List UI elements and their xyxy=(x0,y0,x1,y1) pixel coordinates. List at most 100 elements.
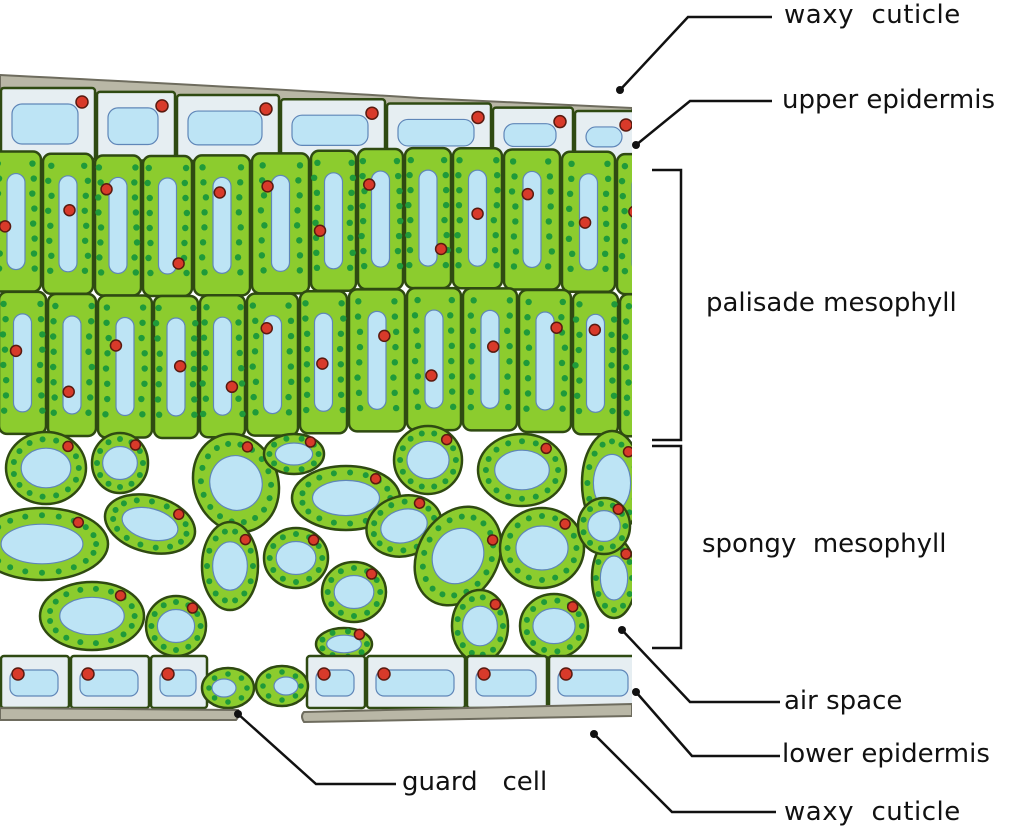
chloroplast xyxy=(414,403,422,411)
leader-upper-epidermis xyxy=(635,99,772,146)
chloroplast xyxy=(418,483,425,490)
chloroplast xyxy=(47,617,54,624)
chloroplast xyxy=(455,201,463,209)
chloroplast xyxy=(87,394,94,401)
chloroplast xyxy=(503,388,510,396)
nucleus xyxy=(553,114,567,129)
chloroplast xyxy=(131,194,139,201)
chloroplast xyxy=(336,345,344,353)
chloroplast xyxy=(622,364,630,371)
chloroplast xyxy=(235,239,243,246)
vacuole xyxy=(631,181,632,267)
chloroplast xyxy=(191,396,198,403)
chloroplast xyxy=(48,252,55,259)
chloroplast xyxy=(493,171,501,179)
chloroplast xyxy=(75,465,82,471)
chloroplast xyxy=(491,246,499,254)
chloroplast xyxy=(364,609,371,616)
vacuole xyxy=(212,541,248,591)
chloroplast xyxy=(258,252,266,259)
chloroplast xyxy=(77,639,84,646)
chloroplast xyxy=(525,574,532,581)
chloroplast xyxy=(182,521,189,528)
chloroplast xyxy=(561,344,569,351)
chloroplast xyxy=(560,390,568,397)
chloroplast xyxy=(201,224,208,231)
chloroplast xyxy=(609,407,616,415)
chloroplast xyxy=(348,159,355,167)
vacuole xyxy=(275,540,317,576)
chloroplast xyxy=(328,577,335,583)
chloroplast xyxy=(303,361,311,368)
chloroplast xyxy=(265,468,272,475)
chloroplast xyxy=(252,409,259,416)
chloroplast xyxy=(576,331,583,338)
chloroplast xyxy=(302,315,309,322)
vacuole xyxy=(311,479,381,517)
chloroplast xyxy=(407,186,414,194)
nucleus xyxy=(259,102,273,116)
chloroplast xyxy=(608,331,615,338)
chloroplast xyxy=(608,362,615,369)
spongy-cell xyxy=(476,432,568,508)
label-lower-epidermis: lower epidermis xyxy=(782,739,990,769)
chloroplast xyxy=(449,403,457,411)
chloroplast xyxy=(622,348,629,356)
chloroplast xyxy=(240,519,247,526)
chloroplast xyxy=(93,541,100,547)
chloroplast xyxy=(621,267,629,275)
vacuole xyxy=(6,172,26,271)
chloroplast xyxy=(173,647,179,653)
chloroplast xyxy=(94,460,101,466)
spongy-cell xyxy=(392,424,464,496)
nucleus xyxy=(63,203,76,217)
chloroplast xyxy=(235,209,243,216)
vacuole xyxy=(262,314,283,415)
chloroplast xyxy=(576,301,583,308)
chloroplast xyxy=(38,392,45,399)
chloroplast xyxy=(287,332,295,340)
chloroplast xyxy=(298,466,305,473)
chloroplast xyxy=(659,334,665,340)
palisade-mesophyll xyxy=(0,146,665,440)
chloroplast xyxy=(201,269,208,276)
chloroplast xyxy=(47,267,54,274)
chloroplast xyxy=(102,365,110,372)
chloroplast xyxy=(401,498,408,505)
chloroplast xyxy=(199,239,207,246)
chloroplast xyxy=(190,304,197,312)
chloroplast xyxy=(602,265,609,273)
chloroplast xyxy=(236,194,243,201)
chloroplast xyxy=(554,648,561,655)
chloroplast xyxy=(199,410,207,418)
chloroplast xyxy=(200,179,207,186)
chloroplast xyxy=(31,265,38,272)
chloroplast xyxy=(621,207,628,215)
chloroplast xyxy=(452,457,459,463)
chloroplast xyxy=(260,192,268,199)
chloroplast xyxy=(50,409,57,416)
chloroplast xyxy=(30,175,37,182)
chloroplast xyxy=(286,348,293,355)
chloroplast xyxy=(359,217,367,225)
chloroplast xyxy=(631,497,632,501)
chloroplast xyxy=(288,378,295,386)
chloroplast xyxy=(183,209,191,217)
chloroplast xyxy=(348,189,355,197)
vacuole xyxy=(494,449,550,491)
chloroplast xyxy=(64,486,71,493)
chloroplast xyxy=(394,172,402,180)
chloroplast xyxy=(623,394,631,401)
chloroplast xyxy=(567,265,574,273)
chloroplast xyxy=(392,328,400,336)
chloroplast xyxy=(39,512,45,519)
nucleus xyxy=(11,667,25,681)
leader-dot-waxy-top xyxy=(616,86,624,94)
lower-epidermis xyxy=(0,654,632,710)
nucleus xyxy=(353,628,366,641)
chloroplast xyxy=(568,250,576,258)
chloroplast xyxy=(147,239,154,247)
vacuole xyxy=(211,678,237,698)
vacuole xyxy=(102,445,138,481)
chloroplast xyxy=(373,601,380,607)
